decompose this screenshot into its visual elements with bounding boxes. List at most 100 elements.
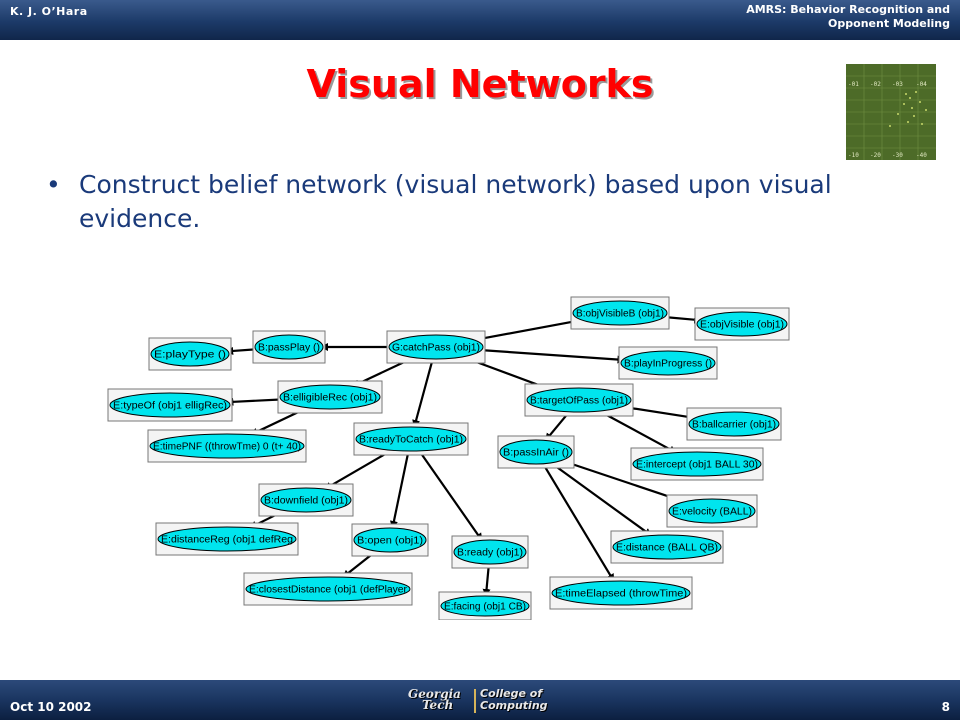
node-objVisibleB: B:objVisibleB (obj1): [570, 296, 670, 330]
node-ellipse: [499, 439, 573, 465]
node-ellipse: [260, 487, 352, 513]
edge-catchPass-objVisibleB: [472, 317, 584, 342]
node-label: E:facing (obj1 CB): [444, 602, 526, 613]
node-label: B:ready (obj1): [457, 548, 523, 559]
node-label: E:timePNF ((throwTme) 0 (t+ 40): [153, 442, 301, 453]
node-label: E:distanceReg (obj1 defReg: [161, 535, 293, 546]
header-bar: K. J. O’Hara AMRS: Behavior Recognition …: [0, 0, 960, 40]
node-ellipse: [279, 384, 381, 410]
node-timePNF: E:timePNF ((throwTme) 0 (t+ 40): [147, 429, 307, 463]
node-facing: E:facing (obj1 CB): [438, 591, 532, 620]
node-playType: E:playType (): [148, 337, 232, 371]
node-ellipse: [245, 576, 411, 602]
edge-readyToCatch-open: [389, 450, 410, 530]
node-label: B:elligibleRec (obj1): [283, 393, 377, 404]
node-ellipse: [109, 392, 231, 418]
author-name: K. J. O’Hara: [10, 5, 88, 18]
node-ellipse: [612, 534, 722, 560]
node-label: E:closestDistance (obj1 (defPlayer: [249, 585, 408, 596]
visual-network-diagram: G:catchPass (obj1) B:passPlay () E:playTyp…: [107, 296, 790, 620]
footer-bar: Oct 10 2002 8: [0, 680, 960, 720]
node-ellipse: [696, 311, 788, 337]
logo-text-line: Tech: [422, 698, 454, 712]
edge-readyToCatch-downfield: [323, 449, 393, 491]
node-velocity: E:velocity (BALL): [666, 494, 758, 528]
node-ellipse: [620, 350, 716, 376]
node-label: E:intercept (obj1 BALL 30): [636, 460, 758, 471]
node-distanceBall: E:distance (BALL QB): [610, 530, 724, 564]
node-label: B:passInAir (): [503, 448, 569, 459]
thumb-label: -30: [892, 152, 903, 159]
node-catchPass: G:catchPass (obj1): [386, 330, 486, 364]
page-number: 8: [941, 700, 950, 714]
node-playInProgress: B:playInProgress (): [618, 346, 718, 380]
node-ballcarrier: B:ballcarrier (obj1): [686, 407, 782, 441]
edge-readyToCatch-ready: [418, 450, 483, 542]
node-label: E:velocity (BALL): [672, 507, 752, 518]
node-label: B:open (obj1): [357, 536, 423, 547]
node-label: B:ballcarrier (obj1): [692, 420, 776, 431]
presentation-date: Oct 10 2002: [10, 700, 92, 714]
logo-text-line: College of: [480, 687, 543, 700]
node-eligibleRec: B:elligibleRec (obj1): [277, 380, 383, 414]
node-ellipse: [388, 334, 484, 360]
presentation-title-line1: AMRS: Behavior Recognition and: [746, 3, 950, 16]
edge-ready-facing: [482, 563, 491, 597]
node-label: E:playType (): [154, 350, 226, 361]
node-ellipse: [572, 300, 668, 326]
edge-catchPass-readyToCatch: [412, 358, 434, 428]
node-ready: B:ready (obj1): [451, 535, 529, 569]
edge-catchPass-playInProgress: [479, 348, 626, 364]
node-ellipse: [668, 498, 756, 524]
node-label: E:typeOf (obj1 elligRec): [113, 401, 227, 412]
node-open: B:open (obj1): [351, 523, 429, 557]
node-label: B:targetOfPass (obj1): [530, 396, 628, 407]
edge-targetOfPass-intercept: [598, 410, 678, 454]
thumb-label: -04: [916, 81, 927, 88]
node-label: B:objVisibleB (obj1): [576, 309, 664, 320]
node-objVisibleE: E:objVisible (obj1): [694, 307, 790, 341]
node-passInAir: B:passInAir (): [497, 435, 575, 469]
node-downfield: B:downfield (obj1): [258, 483, 354, 517]
thumb-label: -40: [916, 152, 927, 159]
node-distanceReg: E:distanceReg (obj1 defReg: [155, 522, 299, 556]
node-ellipse: [551, 580, 691, 606]
node-label: E:timeElapsed (throwTime): [555, 589, 687, 600]
node-ellipse: [149, 433, 305, 459]
edge-targetOfPass-ballcarrier: [620, 405, 698, 422]
bullet-marker: •: [46, 170, 61, 199]
georgia-tech-college-of-computing-logo: Georgia Tech College of Computing: [408, 687, 548, 715]
node-ellipse: [254, 334, 324, 360]
node-closestDistance: E:closestDistance (obj1 (defPlayer: [243, 572, 413, 606]
node-label: B:readyToCatch (obj1): [359, 435, 463, 446]
thumb-label: -10: [848, 152, 859, 159]
node-label: G:catchPass (obj1): [392, 343, 480, 354]
node-ellipse: [150, 341, 230, 367]
edge-passInAir-distanceBall: [550, 461, 653, 537]
logo-divider: [474, 689, 476, 713]
bullet-text: Construct belief network (visual network…: [79, 170, 832, 233]
logo-georgia-tech: Georgia Tech: [408, 687, 468, 713]
edge-passInAir-velocity: [560, 459, 686, 504]
thumb-label: -01: [848, 81, 859, 88]
radar-thumbnail-image: -01 -02 -03 -04 -10 -20 -30 -40: [846, 64, 936, 160]
node-ellipse: [353, 527, 427, 553]
node-intercept: E:intercept (obj1 BALL 30): [630, 447, 764, 481]
node-label: B:passPlay (): [258, 343, 320, 354]
node-ellipse: [453, 539, 527, 565]
node-ellipse: [632, 451, 762, 477]
thumb-label: -20: [870, 152, 881, 159]
node-readyToCatch: B:readyToCatch (obj1): [353, 422, 469, 456]
logo-text-line: Georgia: [408, 687, 461, 701]
node-label: B:playInProgress (): [624, 359, 712, 370]
node-label: B:downfield (obj1): [264, 496, 348, 507]
node-label: E:objVisible (obj1): [700, 320, 784, 331]
node-timeElapsed: E:timeElapsed (throwTime): [549, 576, 693, 610]
thumb-label: -02: [870, 81, 881, 88]
node-targetOfPass: B:targetOfPass (obj1): [524, 383, 634, 417]
presentation-title-line2: Opponent Modeling: [828, 17, 950, 30]
node-ellipse: [355, 426, 467, 452]
presentation-title: AMRS: Behavior Recognition and Opponent …: [746, 3, 950, 31]
edge-eligibleRec-typeOf: [225, 397, 283, 406]
node-ellipse: [157, 526, 297, 552]
